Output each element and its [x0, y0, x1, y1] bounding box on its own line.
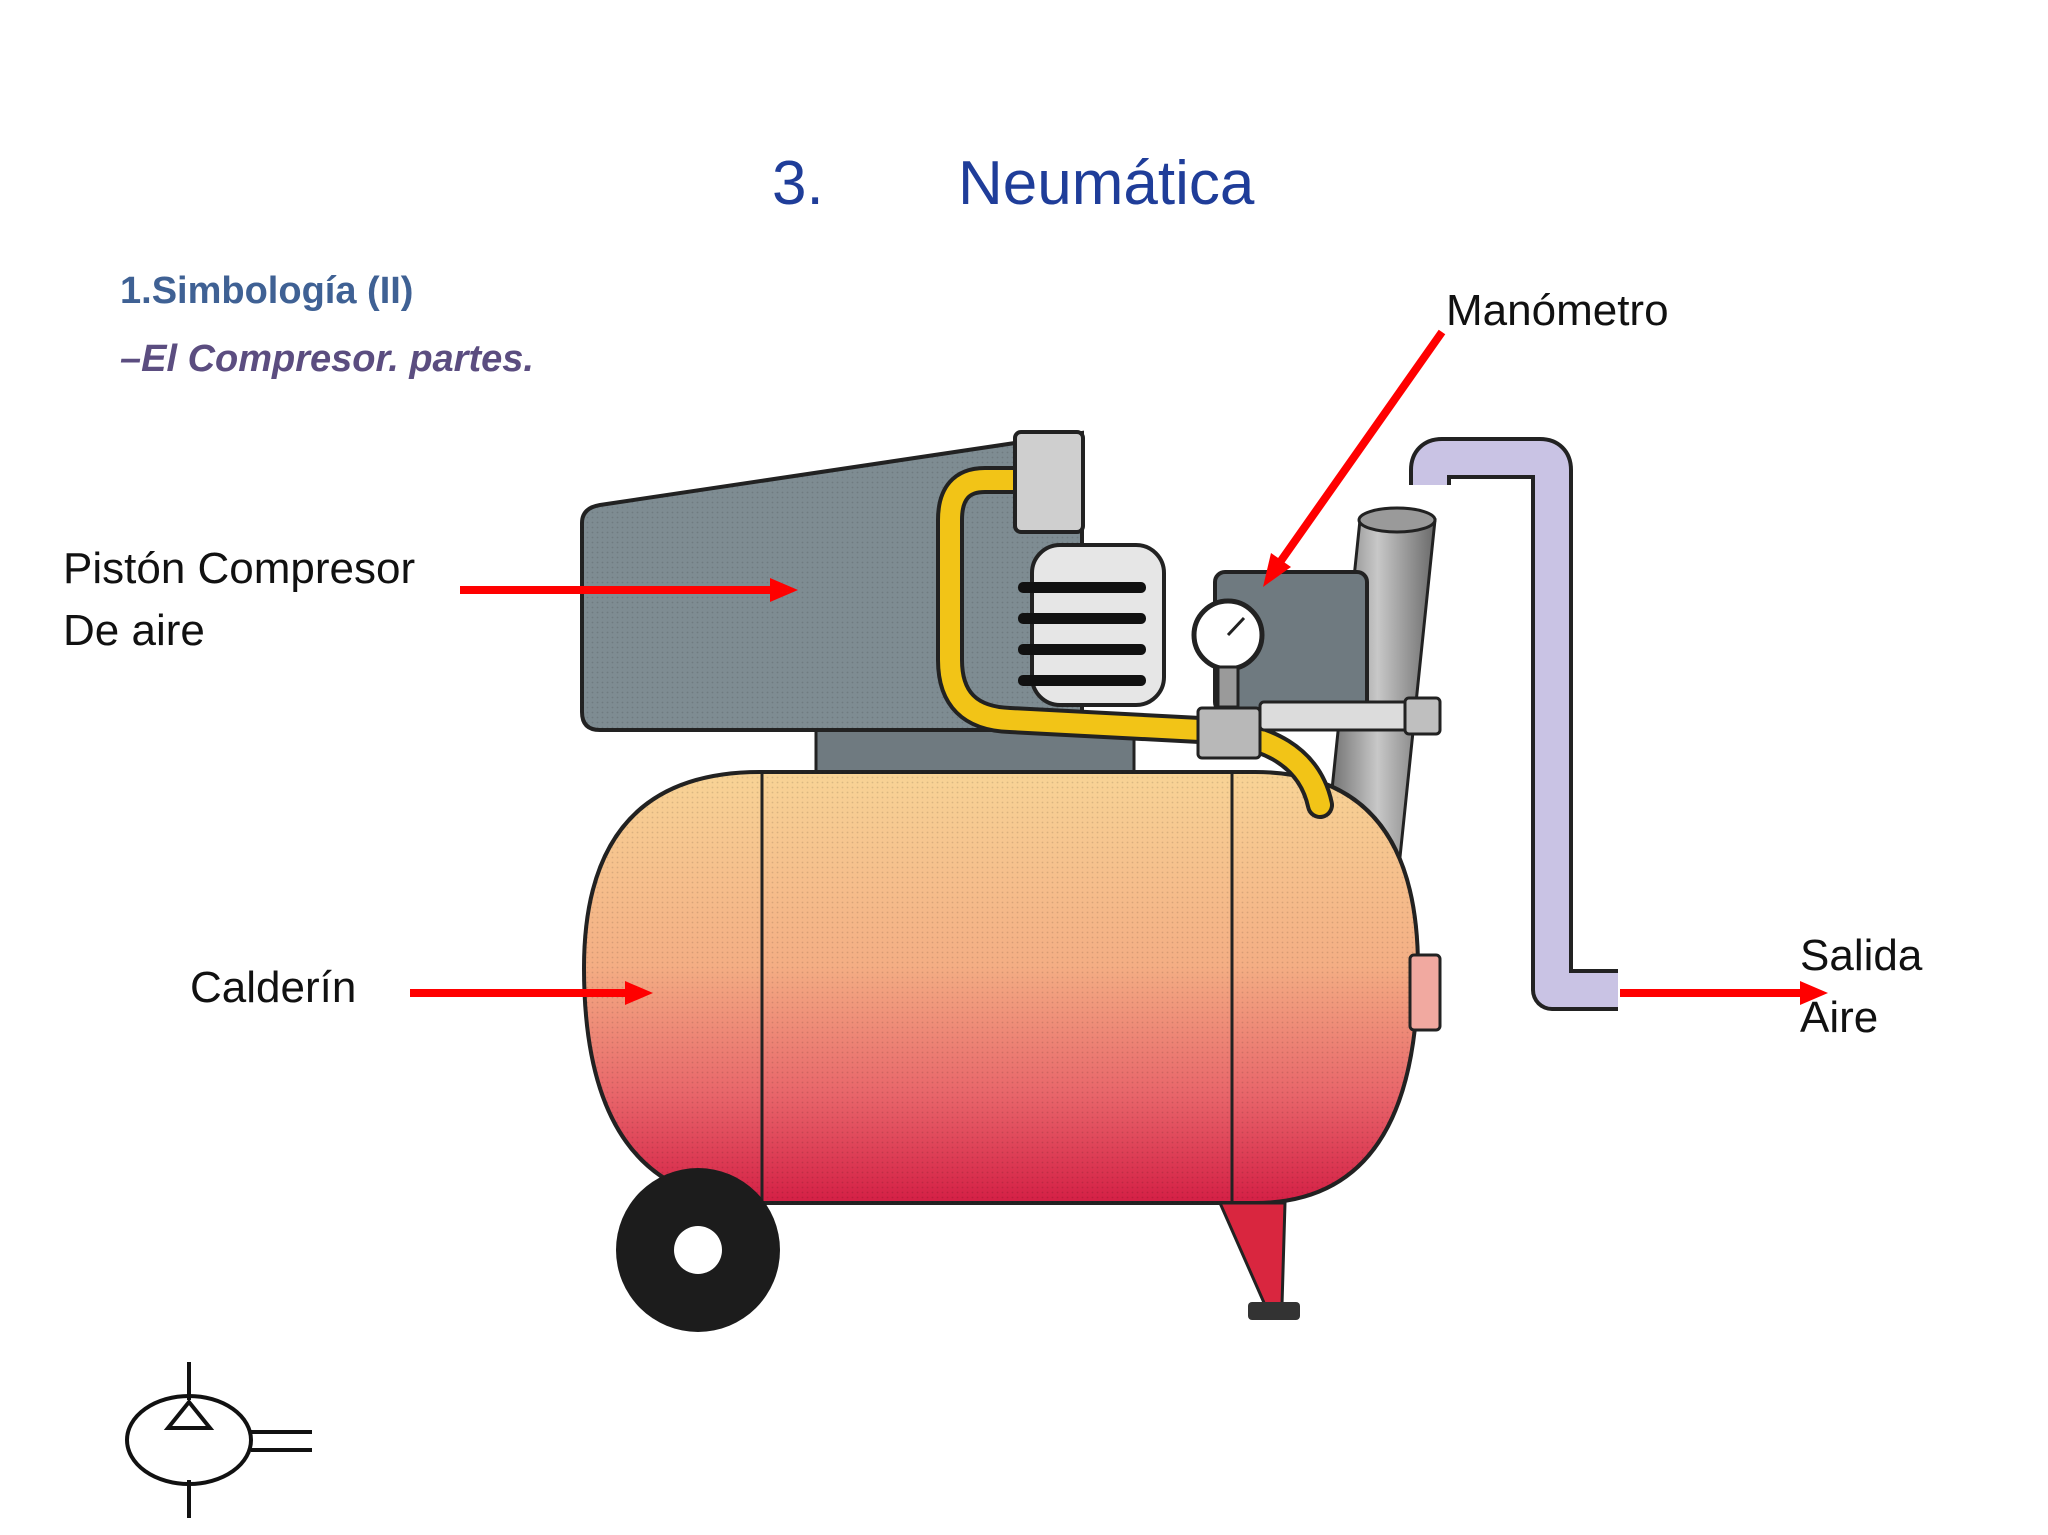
cylinder-head — [1013, 430, 1085, 534]
valve-fitting — [1196, 706, 1262, 760]
arrow-calderin — [410, 981, 653, 1005]
slide-title: 3. Neumática — [0, 148, 2048, 238]
arrow-salida — [1620, 981, 1828, 1005]
title-number: 3. — [772, 149, 824, 218]
label-calderin: Calderín — [190, 963, 357, 1012]
yellow-pipe — [940, 470, 1330, 815]
label-piston-line2: De aire — [63, 606, 205, 655]
label-manometro: Manómetro — [1446, 286, 1669, 335]
tank-leg — [1217, 1201, 1287, 1307]
cooling-fins — [1018, 543, 1166, 707]
arrow-piston — [460, 578, 798, 602]
gauge-icon — [1191, 598, 1265, 709]
arrow-manometro — [1263, 329, 1446, 587]
wheel — [616, 1168, 780, 1332]
label-piston-line1: Pistón Compresor — [63, 544, 416, 593]
label-piston: Pistón Compresor De aire — [63, 538, 415, 662]
label-salida-line2: Aire — [1800, 993, 1879, 1042]
compressor-symbol-icon — [125, 1362, 312, 1518]
title-word: Neumática — [958, 149, 1255, 218]
leg-foot — [1248, 1302, 1300, 1320]
section-subtitle: 1.Simbología (II) — [120, 270, 414, 312]
air-tank — [581, 770, 1442, 1205]
label-salida: Salida Aire — [1800, 925, 1922, 1049]
section-subsubtitle: –El Compresor. partes. — [120, 338, 534, 380]
outlet-pipe — [1413, 441, 1618, 1007]
label-salida-line1: Salida — [1800, 931, 1923, 980]
outlet-pipe-outline — [1409, 437, 1618, 1011]
